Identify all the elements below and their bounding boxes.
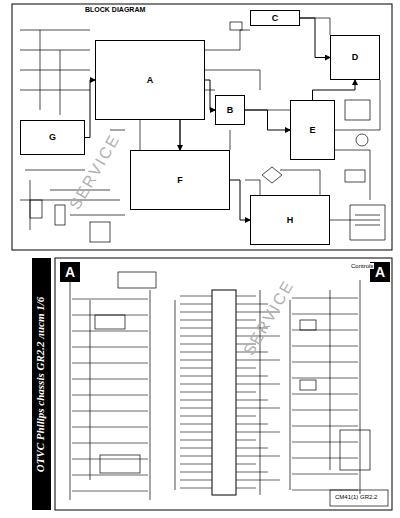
block-letter: E [309,126,315,135]
signal-connector [85,80,95,138]
signal-connector [230,180,250,220]
signal-connector [313,80,356,100]
diagram-title: BLOCK DIAGRAM [84,6,146,13]
signal-connector [245,110,290,130]
sheet-marker: A [60,262,80,282]
signal-connector [180,120,181,150]
block-box: D [330,35,380,80]
block-box: C [250,10,300,26]
block-letter: D [352,53,359,62]
block-letter: H [287,216,294,225]
signal-connector [205,80,215,110]
block-letter: B [227,106,234,115]
sheet-title: OTVC Philips chassis GR2.2 лист 1/6 [36,296,47,472]
block-letter: C [272,14,279,23]
block-letter: A [375,265,385,279]
block-box: E [290,100,335,160]
block-letter: A [147,76,154,85]
watermark: SERVICE [241,278,297,359]
block-box: G [20,120,85,155]
block-box: B [215,95,245,125]
signal-connector [300,18,330,58]
block-letter: G [49,133,56,142]
block-letter: A [65,265,75,279]
panel-label: Controls [350,263,374,269]
block-box: H [250,195,330,245]
block-box: F [130,150,230,210]
block-letter: F [177,176,183,185]
block-box: A [95,40,205,120]
panel-label: CM41(1) GR2.2 [334,494,378,500]
